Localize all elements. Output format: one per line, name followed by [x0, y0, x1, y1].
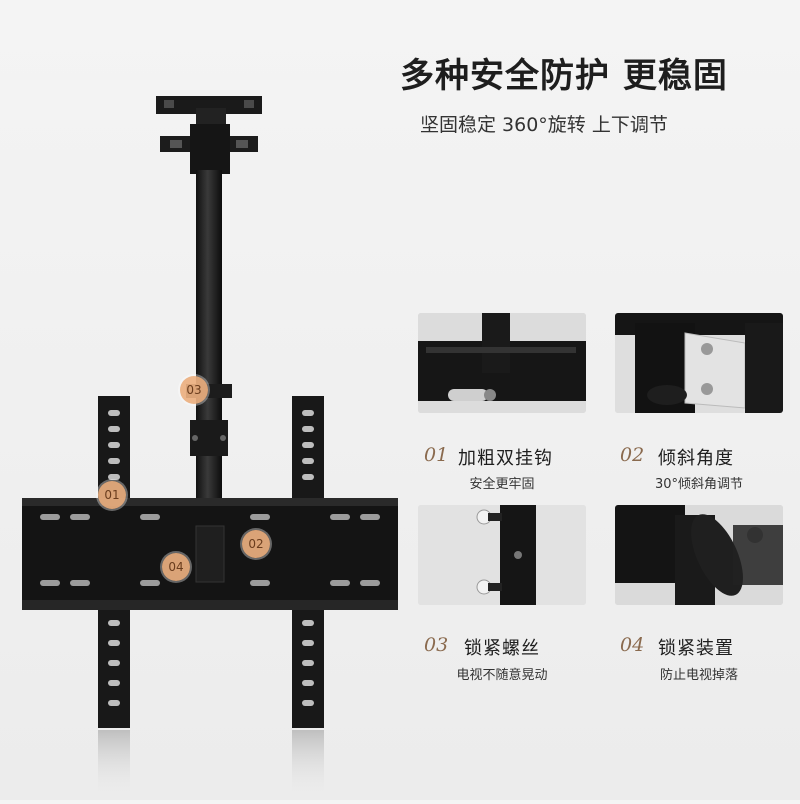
- callout-marker-02: 02: [242, 530, 270, 558]
- feature-number: 04: [620, 634, 645, 656]
- tilt-bracket-photo: [615, 313, 783, 413]
- feature-title: 倾斜角度: [658, 448, 734, 469]
- callout-marker-03: 03: [180, 376, 208, 404]
- locking-screw-photo: [418, 505, 586, 605]
- feature-desc: 安全更牢固: [469, 477, 535, 492]
- feature-desc: 电视不随意晃动: [456, 668, 548, 683]
- feature-desc: 防止电视掉落: [659, 668, 738, 683]
- feature-desc: 30°倾斜角调节: [654, 477, 744, 492]
- feature-title: 锁紧螺丝: [464, 638, 540, 659]
- ceiling-mount-drawing: [22, 96, 398, 800]
- feature-number: 01: [424, 444, 449, 466]
- feature-title: 锁紧装置: [658, 638, 734, 659]
- hook-detail-photo: [418, 313, 586, 413]
- ceiling-mount-illustration: 03 01 02 04: [22, 96, 398, 800]
- headline: 多种安全防护 更稳固: [400, 56, 728, 96]
- callout-marker-04: 04: [162, 553, 190, 581]
- feature-title: 加粗双挂钩: [458, 448, 553, 469]
- locking-knob-photo: [615, 505, 783, 605]
- subline: 坚固稳定 360°旋转 上下调节: [420, 114, 668, 136]
- feature-number: 03: [424, 634, 449, 656]
- feature-number: 02: [620, 444, 645, 466]
- callout-marker-01: 01: [98, 481, 126, 509]
